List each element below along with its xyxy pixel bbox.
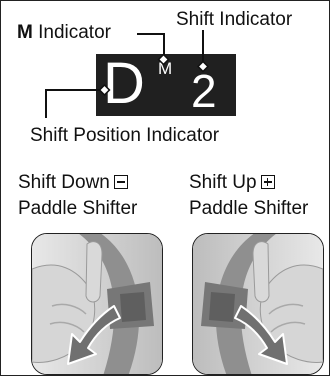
minus-box-icon bbox=[113, 175, 128, 189]
hand-shape bbox=[259, 264, 323, 363]
m-indicator-diamond bbox=[157, 53, 170, 66]
m-mode-value: M bbox=[158, 59, 173, 78]
thumb-shape bbox=[85, 241, 103, 303]
plus-box-icon bbox=[260, 175, 275, 189]
shift-up-paddle-label: Paddle Shifter bbox=[189, 198, 309, 219]
m-indicator-leader bbox=[137, 33, 165, 60]
shift-down-paddle-label: Paddle Shifter bbox=[18, 198, 138, 219]
shift-down-label: Shift Down bbox=[18, 172, 128, 194]
shift-down-arrow-icon bbox=[67, 305, 121, 365]
shift-up-label: Shift Up bbox=[189, 172, 275, 194]
shift-indicator-diamond bbox=[196, 60, 210, 73]
shift-position-diamond bbox=[98, 83, 111, 97]
shift-up-arrow-icon bbox=[234, 305, 288, 365]
m-indicator-label: M Indicator bbox=[17, 22, 111, 43]
shift-position-leader bbox=[45, 89, 104, 118]
steering-wheel-rim bbox=[79, 234, 140, 374]
shift-down-illustration bbox=[31, 233, 163, 375]
shift-position-indicator-label: Shift Position Indicator bbox=[30, 125, 220, 146]
hand-shape bbox=[32, 264, 96, 363]
shift-position-value: D bbox=[103, 51, 145, 116]
gear-display: D M 2 bbox=[96, 51, 236, 117]
steering-wheel-rim bbox=[215, 234, 276, 374]
shift-indicator-label: Shift Indicator bbox=[176, 9, 293, 30]
shift-up-illustration bbox=[192, 233, 324, 375]
gear-number-value: 2 bbox=[191, 65, 217, 117]
thumb-shape bbox=[252, 241, 270, 303]
